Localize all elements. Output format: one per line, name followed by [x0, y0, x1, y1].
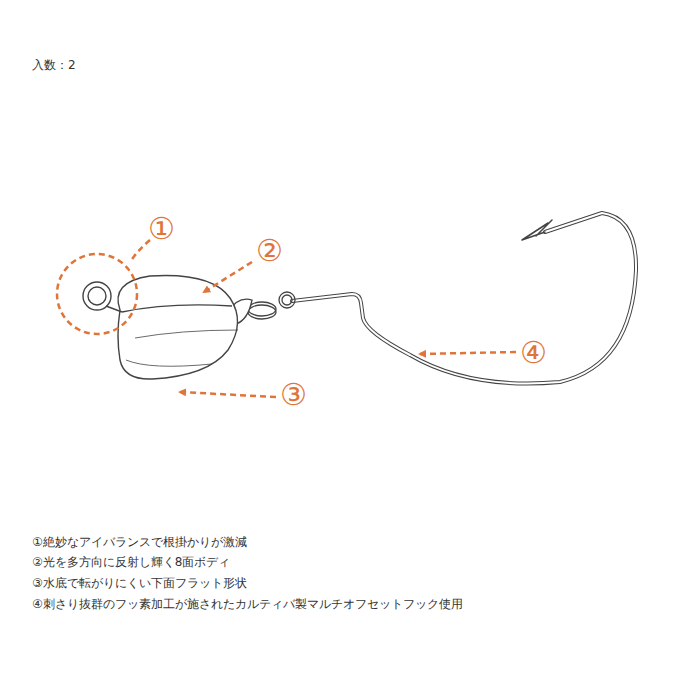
offset-hook: [292, 213, 636, 383]
callout-leaders: [57, 240, 516, 397]
callout-number: ①: [148, 214, 175, 244]
feature-note: ①絶妙なアイバランスで根掛かりが激減: [32, 535, 247, 549]
jig-head: [83, 275, 238, 379]
feature-note: ③水底で転がりにくい下面フラット形状: [32, 576, 247, 590]
callout-number: ③: [280, 380, 307, 410]
callout-number: ④: [520, 338, 547, 368]
callout-number: ②: [256, 236, 283, 266]
feature-note: ②光を多方向に反射し輝く8面ボディ: [32, 555, 230, 569]
pack-count: 入数：2: [32, 58, 76, 72]
feature-note: ④刺さり抜群のフッ素加工が施されたカルティバ製マルチオフセットフック使用: [32, 597, 463, 611]
